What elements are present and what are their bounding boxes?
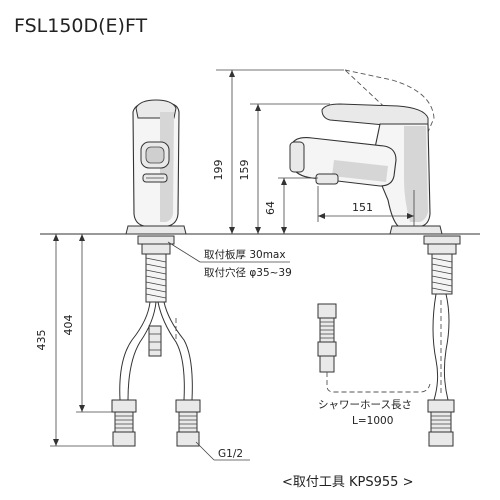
hose-length-label: L=1000 (352, 415, 393, 427)
threaded-shank-right (431, 253, 453, 295)
mount-washer-right (423, 235, 461, 245)
plate-thickness-note: 取付板厚 30max (204, 248, 286, 261)
connector-left (111, 399, 137, 447)
dimension-404: 404 (62, 234, 112, 413)
mounting-notes: 取付板厚 30max 取付穴径 φ35~39 (167, 241, 292, 279)
dim-404-label: 404 (62, 315, 75, 336)
side-shading (404, 126, 428, 222)
faucet-side-view (216, 69, 461, 447)
dim-199-label: 199 (212, 160, 225, 181)
mount-nut-right (427, 243, 457, 255)
dimension-151: 151 (317, 186, 414, 222)
hose-side-b (443, 293, 450, 401)
faucet-front-view (111, 99, 201, 447)
dimension-435: 435 (35, 234, 112, 447)
thread-note: G1/2 (195, 441, 250, 461)
thread-label: G1/2 (218, 448, 243, 460)
hole-diameter-note: 取付穴径 φ35~39 (204, 266, 292, 279)
dimension-64: 64 (264, 177, 318, 234)
shower-head-tip (289, 141, 305, 173)
hose-right-b (163, 301, 193, 401)
shower-hose (317, 303, 431, 393)
body-shading (160, 112, 174, 222)
connector-right (175, 399, 201, 447)
shower-hose-note: シャワーホース長さ L=1000 (318, 399, 412, 427)
base-front (125, 225, 187, 235)
hose-side-a (432, 293, 439, 401)
dimension-159: 159 (238, 103, 330, 234)
aerator (315, 173, 339, 185)
dim-435-label: 435 (35, 330, 48, 351)
tool-note: <取付工具 KPS955 > (282, 475, 413, 490)
hose-left-b (127, 301, 157, 401)
dim-64-label: 64 (264, 201, 277, 215)
lever-side (321, 103, 429, 127)
connector-side (427, 399, 455, 447)
hose-left-a (119, 301, 151, 401)
base-side (389, 225, 443, 235)
dim-159-label: 159 (238, 160, 251, 181)
check-valve (148, 325, 162, 357)
hose-right-a (157, 301, 185, 401)
spout-nozzle (145, 146, 165, 164)
shower-hose-label: シャワーホース長さ (318, 399, 412, 411)
model-title: FSL150D(E)FT (14, 15, 148, 37)
dimension-199: 199 (212, 70, 235, 234)
dim-151-label: 151 (352, 201, 373, 214)
mount-nut-left (141, 243, 171, 255)
threaded-shank-left (145, 253, 167, 303)
